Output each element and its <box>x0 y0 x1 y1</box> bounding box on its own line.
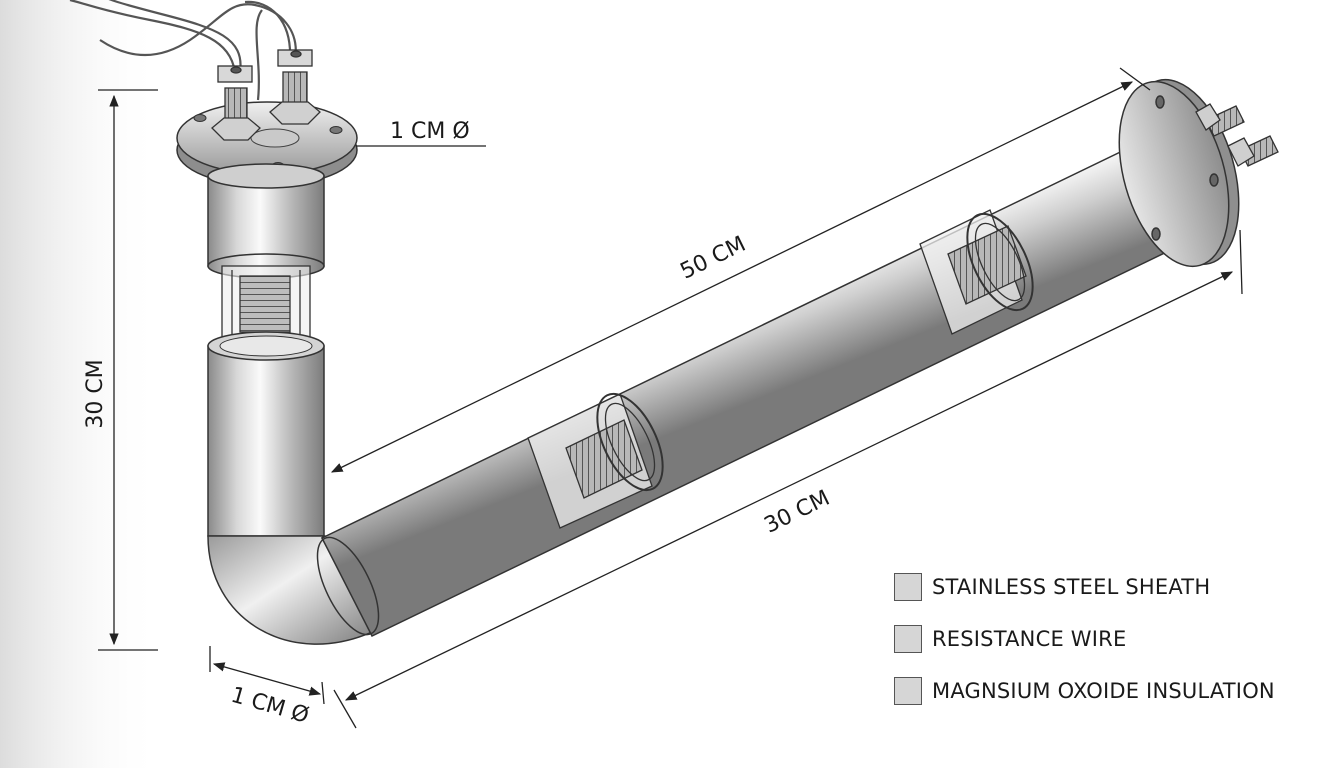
legend-label: MAGNSIUM OXOIDE INSULATION <box>932 679 1275 703</box>
legend-label: RESISTANCE WIRE <box>932 627 1127 651</box>
top-terminals <box>211 49 321 141</box>
dim-vertical-height: 30 CM <box>83 359 108 428</box>
vertical-sheath-lower <box>207 331 325 537</box>
dimension-lines <box>98 67 1243 729</box>
legend-swatch <box>894 677 922 705</box>
right-terminals <box>1195 103 1279 167</box>
dim-top-diameter: 1 CM Ø <box>390 119 470 144</box>
legend-swatch <box>894 573 922 601</box>
legend-label: STAINLESS STEEL SHEATH <box>932 575 1211 599</box>
legend-item-wire: RESISTANCE WIRE <box>894 624 1275 654</box>
legend: STAINLESS STEEL SHEATH RESISTANCE WIRE M… <box>894 572 1275 728</box>
vertical-cutaway <box>221 265 311 347</box>
legend-item-sheath: STAINLESS STEEL SHEATH <box>894 572 1275 602</box>
vertical-sheath-upper <box>207 163 325 279</box>
legend-swatch <box>894 625 922 653</box>
lead-wires <box>69 0 297 101</box>
legend-item-insulation: MAGNSIUM OXOIDE INSULATION <box>894 676 1275 706</box>
